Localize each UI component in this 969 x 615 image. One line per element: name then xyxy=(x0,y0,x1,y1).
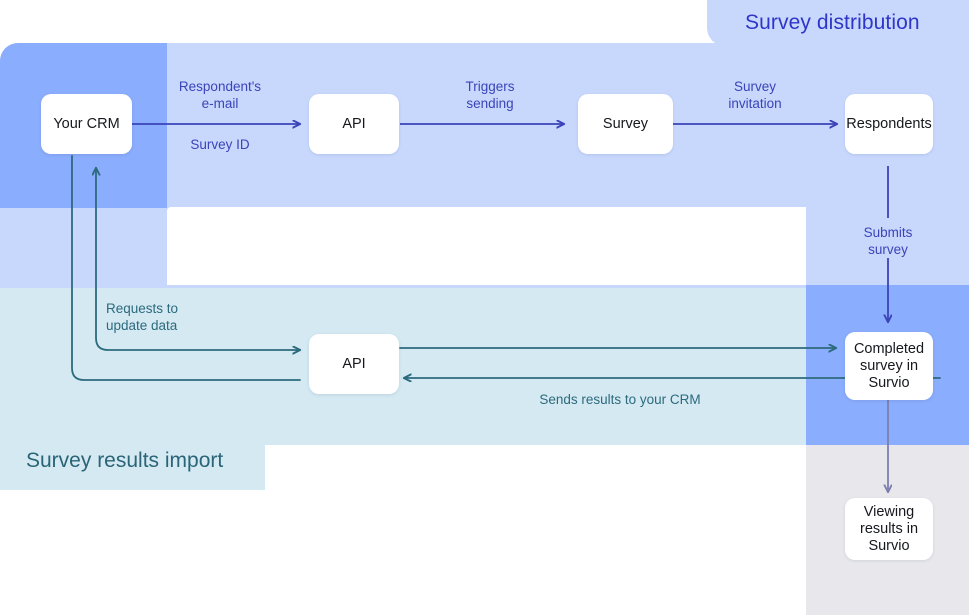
label-requests-to-update-data: Requests to update data xyxy=(106,301,179,333)
left-white-strip xyxy=(0,490,265,615)
label-respondents-email: Respondent's e-mail xyxy=(178,79,262,111)
region-separator-notch xyxy=(167,207,806,285)
bottom-white-strip xyxy=(265,445,806,615)
node-completed-survey[interactable]: Completed survey in Survio xyxy=(845,332,933,400)
survey-results-import-title-pill: Survey results import xyxy=(0,432,265,490)
survey-distribution-title: Survey distribution xyxy=(745,11,920,34)
label-triggers-sending: Triggers sending xyxy=(465,79,515,111)
edge-api-to-crm-return xyxy=(96,168,301,351)
label-submits-survey: Submits survey xyxy=(863,225,913,257)
survey-results-import-title: Survey results import xyxy=(26,449,224,472)
label-survey-invitation: Survey invitation xyxy=(728,79,782,111)
node-api-top[interactable]: API xyxy=(309,94,399,154)
edge-crm-to-api-request xyxy=(71,155,301,381)
node-your-crm[interactable]: Your CRM xyxy=(41,94,132,154)
survey-distribution-title-pill: Survey distribution xyxy=(707,0,969,46)
node-api-bottom[interactable]: API xyxy=(309,334,399,394)
label-sends-results-to-crm: Sends results to your CRM xyxy=(539,392,701,407)
label-survey-id: Survey ID xyxy=(190,137,250,152)
node-survey[interactable]: Survey xyxy=(578,94,673,154)
node-viewing-results[interactable]: Viewing results in Survio xyxy=(845,498,933,560)
node-respondents[interactable]: Respondents xyxy=(845,94,933,154)
